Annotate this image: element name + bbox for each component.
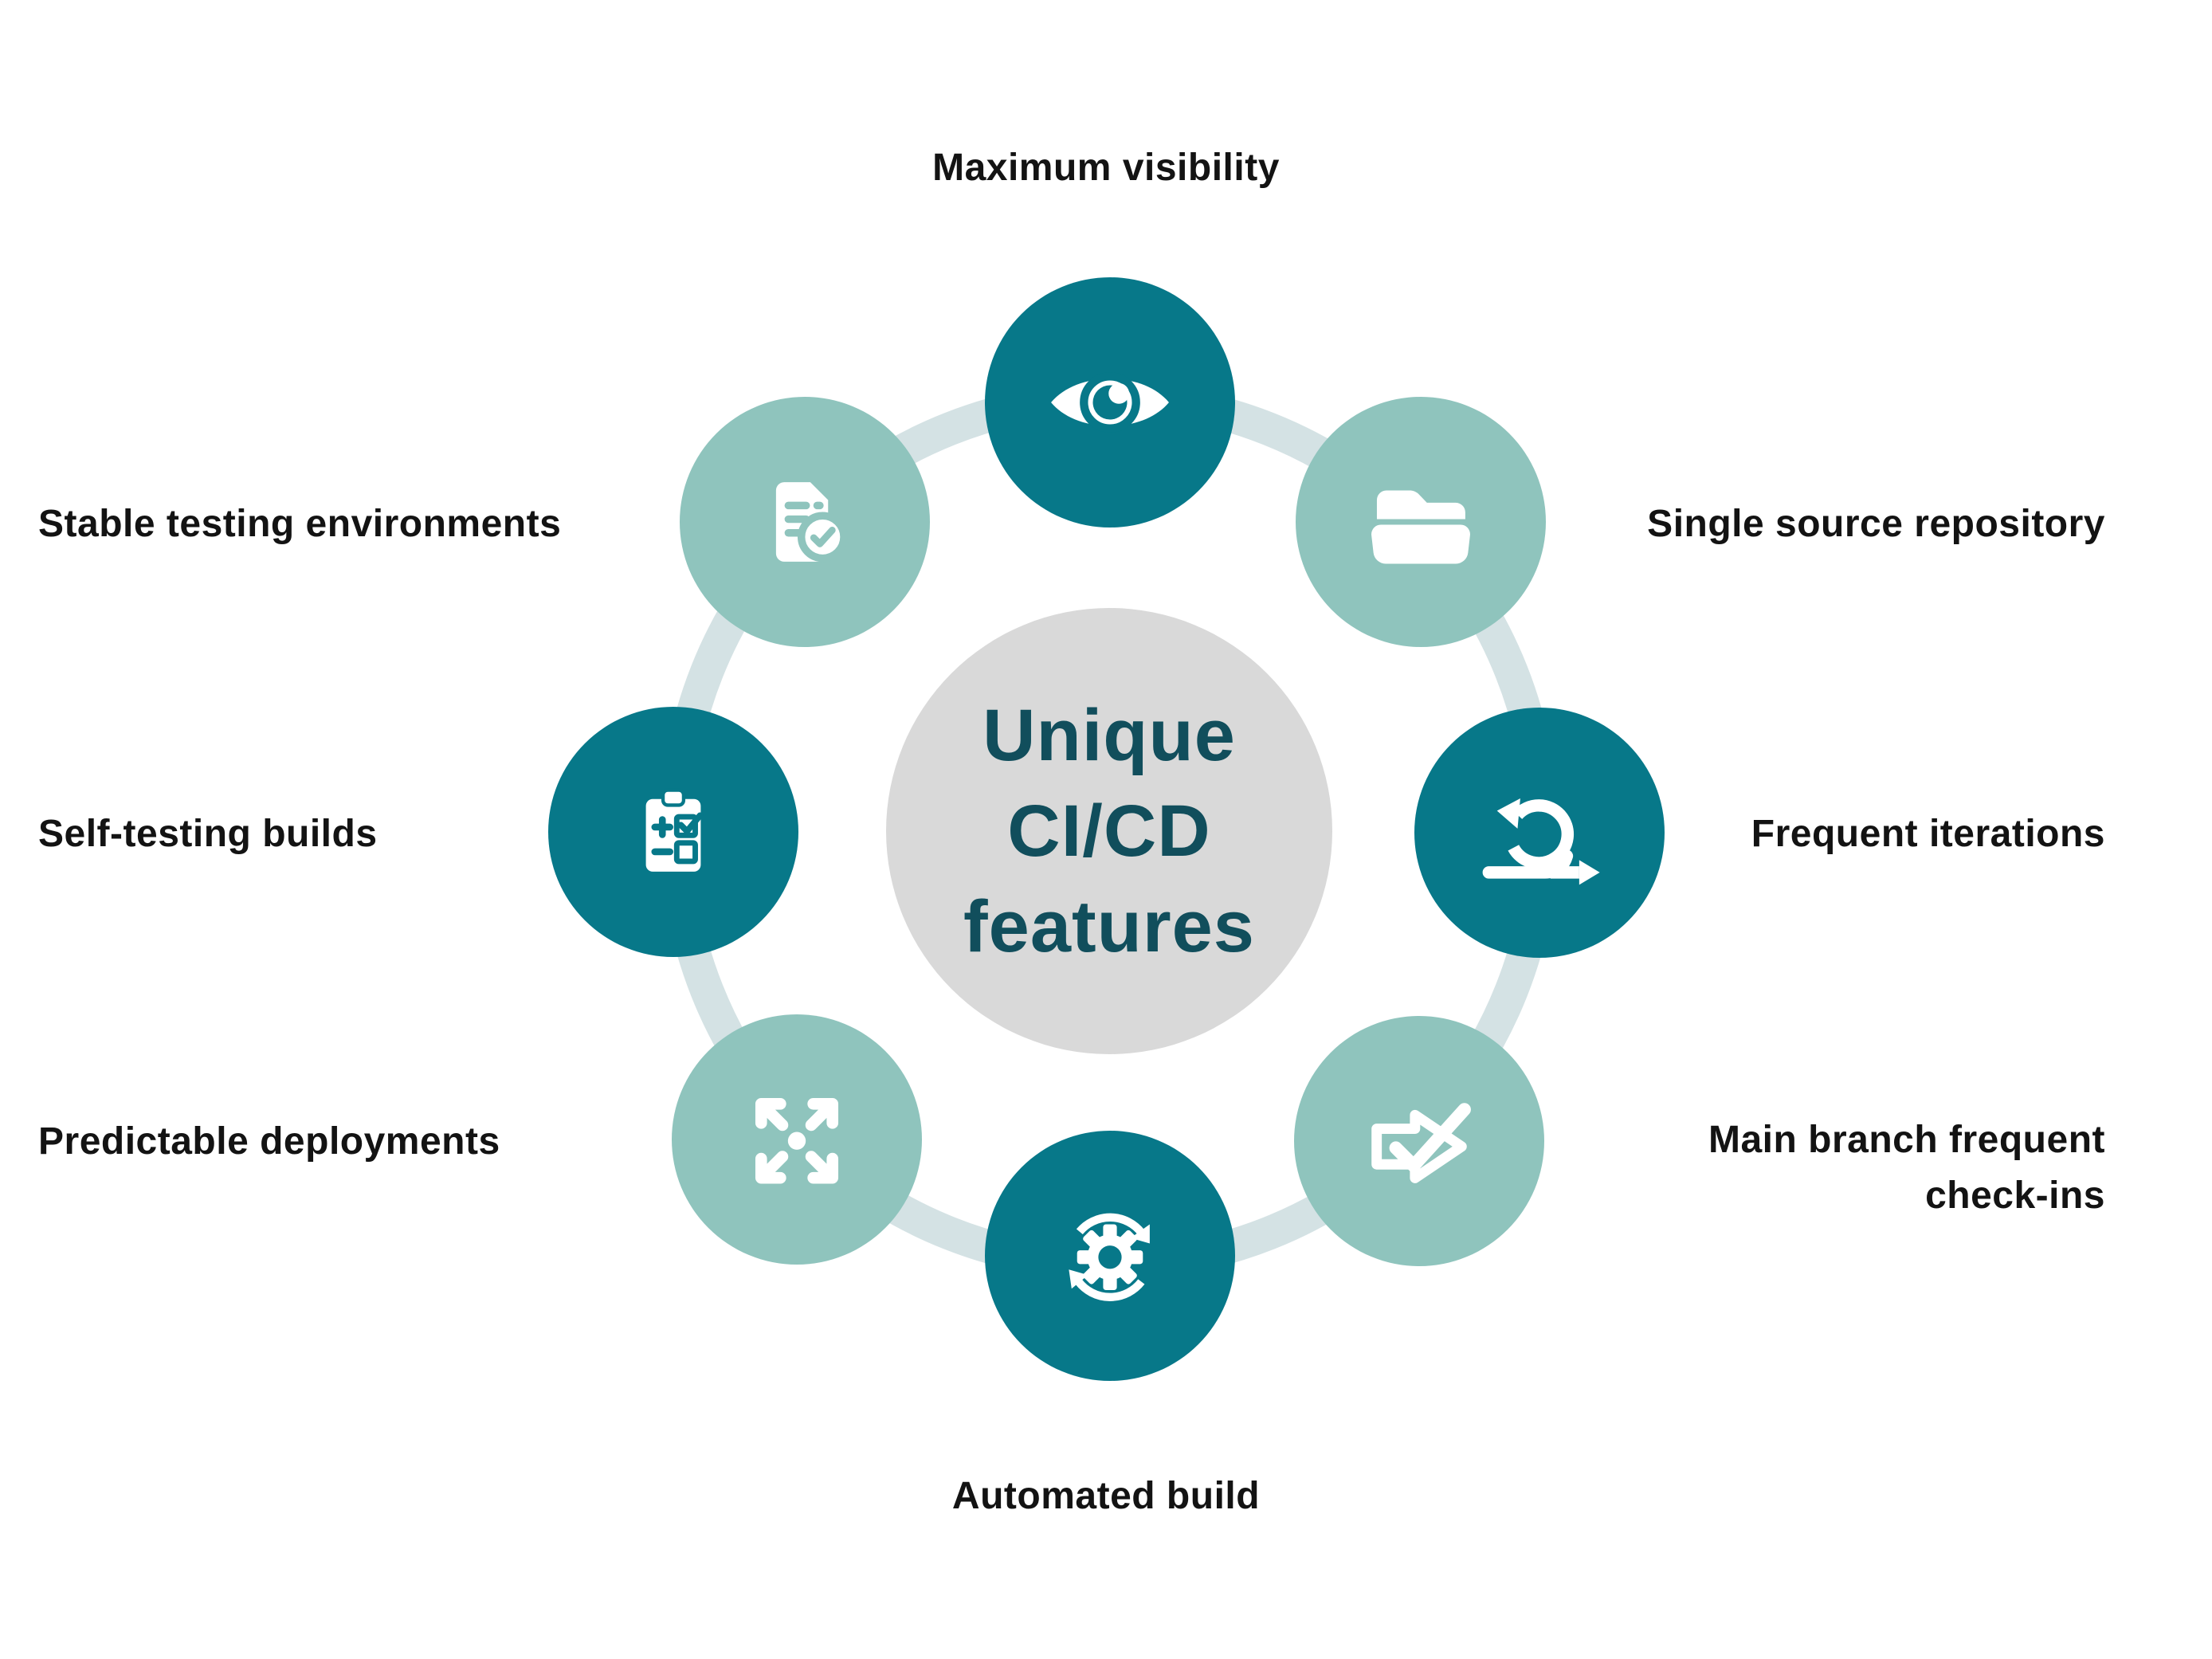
node-single-source-repository	[1296, 397, 1546, 647]
node-predictable-deployments	[672, 1014, 922, 1265]
label-stable-testing-environments: Stable testing environments	[38, 503, 562, 545]
center-title-line2: CI/CD	[1007, 790, 1211, 872]
iteration-loop-icon	[1482, 798, 1600, 885]
document-check-icon	[775, 482, 848, 563]
center-circle: Unique CI/CD features	[886, 608, 1332, 1054]
expand-arrows-icon	[755, 1097, 839, 1184]
center-title-line3: features	[963, 886, 1255, 967]
node-automated-build	[985, 1131, 1235, 1381]
gear-cycle-icon	[1069, 1213, 1150, 1301]
label-automated-build: Automated build	[951, 1475, 1261, 1517]
center-title-line1: Unique	[982, 695, 1236, 776]
center-title: Unique CI/CD features	[963, 688, 1255, 975]
folder-icon	[1371, 490, 1470, 564]
arrow-check-icon	[1371, 1103, 1471, 1183]
label-maximum-visibility: Maximum visibility	[932, 147, 1280, 189]
node-self-testing-builds	[548, 707, 798, 957]
node-frequent-iterations	[1414, 708, 1665, 958]
label-predictable-deployments: Predictable deployments	[38, 1120, 500, 1163]
node-main-branch-checkins	[1294, 1016, 1544, 1266]
clipboard-checklist-icon	[645, 788, 704, 872]
node-stable-testing-environments	[680, 397, 930, 647]
node-maximum-visibility	[985, 277, 1235, 528]
label-single-source-repository: Single source repository	[1647, 503, 2105, 545]
eye-icon	[1051, 372, 1169, 433]
label-frequent-iterations: Frequent iterations	[1751, 813, 2105, 855]
label-self-testing-builds: Self-testing builds	[38, 813, 378, 855]
label-main-branch-checkins: Main branch frequent check-ins	[1708, 1119, 2105, 1217]
